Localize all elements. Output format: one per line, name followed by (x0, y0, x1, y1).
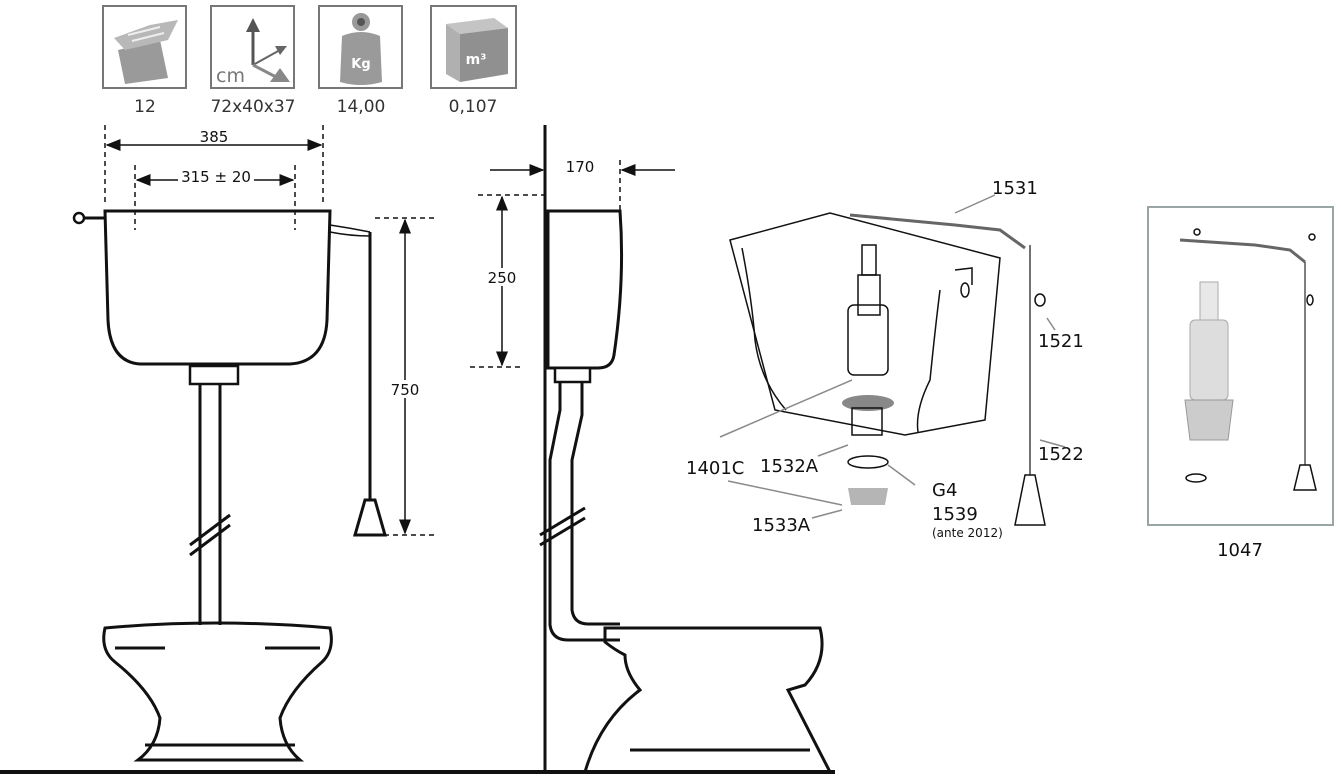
side-view: 170 250 (470, 125, 833, 774)
part-label-1401c: 1401C (686, 458, 744, 479)
part-label-g4: G4 (932, 480, 957, 501)
width-overall-dimension: 385 (200, 128, 229, 146)
kit-code-label: 1047 (1217, 540, 1263, 561)
dimensions-value: 72x40x37 (210, 97, 295, 117)
weight-kg-icon: Kg (318, 5, 403, 89)
front-view: 385 315 ± 20 750 (72, 125, 435, 762)
exploded-view: 1531 1521 1522 1401C 1532A G4 1539 (ante… (686, 178, 1084, 540)
part-label-1521: 1521 (1038, 331, 1084, 352)
part-note-ante-2012: (ante 2012) (932, 526, 1003, 540)
weight-value: 14,00 (337, 97, 386, 117)
dimensions-cm-icon: cm (210, 5, 295, 89)
part-label-1532a: 1532A (760, 456, 819, 477)
part-label-1539: 1539 (932, 504, 978, 525)
part-label-1531: 1531 (992, 178, 1038, 199)
part-label-1533a: 1533A (752, 515, 811, 536)
kg-icon-text: Kg (351, 57, 370, 72)
chain-height-dimension: 750 (391, 381, 420, 399)
depth-dimension: 170 (566, 158, 595, 176)
volume-value: 0,107 (449, 97, 498, 117)
quantity-value: 12 (134, 97, 156, 117)
kit-1047-panel (1147, 206, 1334, 526)
m3-icon-text: m³ (466, 52, 487, 68)
volume-m3-icon: m³ (430, 5, 517, 89)
cm-icon-text: cm (216, 65, 245, 87)
width-fixing-dimension: 315 ± 20 (181, 168, 251, 186)
part-label-1522: 1522 (1038, 444, 1084, 465)
tank-height-dimension: 250 (488, 269, 517, 287)
box-quantity-icon (102, 5, 187, 89)
